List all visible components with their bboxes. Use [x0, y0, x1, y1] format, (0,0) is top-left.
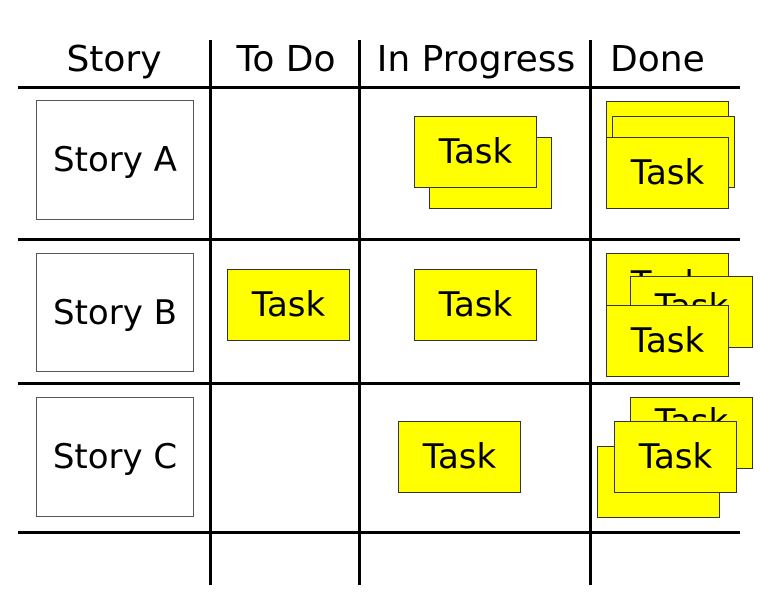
- column-divider-3: [589, 40, 592, 585]
- task-note[interactable]: Task: [227, 269, 350, 341]
- row-divider-3: [18, 531, 740, 534]
- column-header-todo: To Do: [236, 39, 336, 80]
- task-note[interactable]: Task: [398, 421, 521, 493]
- column-divider-2: [358, 40, 361, 585]
- header-divider: [18, 86, 740, 89]
- column-header-story: Story: [66, 39, 162, 80]
- column-header-in-progress: In Progress: [376, 39, 576, 80]
- task-note[interactable]: Task: [606, 137, 729, 209]
- row-divider-2: [18, 382, 740, 385]
- task-note[interactable]: Task: [614, 421, 737, 493]
- row-divider-1: [18, 238, 740, 241]
- column-header-done: Done: [610, 39, 705, 80]
- task-note[interactable]: Task: [414, 269, 537, 341]
- task-note[interactable]: Task: [606, 305, 729, 377]
- task-note[interactable]: Task: [414, 116, 537, 188]
- story-card-a[interactable]: Story A: [36, 100, 194, 220]
- column-divider-1: [209, 40, 212, 585]
- story-card-b[interactable]: Story B: [36, 253, 194, 372]
- story-card-c[interactable]: Story C: [36, 397, 194, 517]
